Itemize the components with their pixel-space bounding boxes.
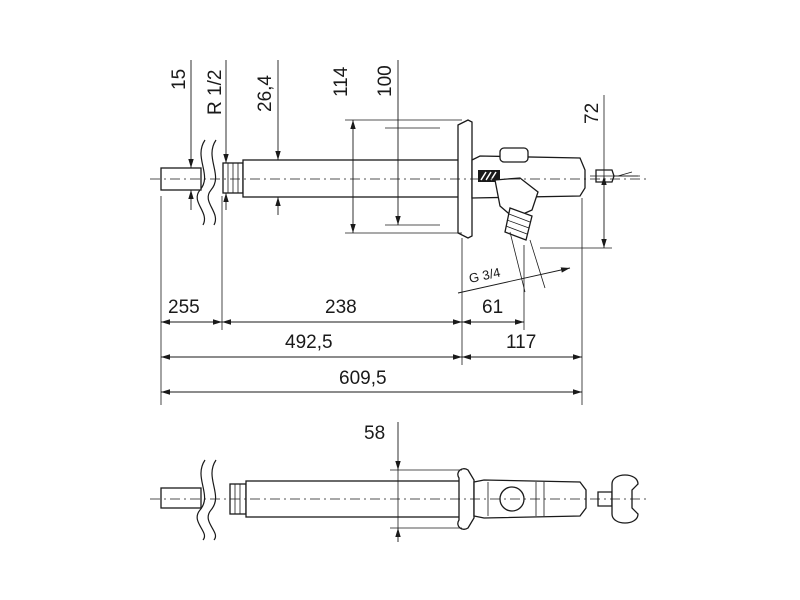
- label-492-5: 492,5: [285, 332, 333, 353]
- top-view: 58: [150, 422, 650, 542]
- outlet-body: [494, 177, 539, 219]
- valve-knob: [499, 147, 529, 163]
- label-117: 117: [506, 332, 536, 353]
- label-609-5: 609,5: [339, 368, 387, 389]
- label-g-thread: G 3/4: [468, 265, 502, 286]
- label-15: 15: [169, 69, 190, 90]
- label-100: 100: [375, 65, 396, 97]
- label-238: 238: [325, 297, 357, 318]
- side-view: 15 R 1/2 26,4 114 100 72 G 3/4 255 238 6…: [150, 60, 650, 405]
- label-r-half: R 1/2: [205, 70, 226, 115]
- dimension-g-line: [457, 267, 571, 294]
- pipe-stub: [160, 167, 202, 191]
- break-symbol-top: [196, 459, 217, 541]
- label-255: 255: [168, 297, 200, 318]
- pipe-stub-top: [160, 487, 202, 509]
- label-26-4: 26,4: [255, 75, 276, 112]
- main-tube: [242, 159, 462, 198]
- label-61: 61: [482, 297, 503, 318]
- label-58: 58: [364, 423, 385, 444]
- label-114: 114: [331, 66, 352, 97]
- label-72: 72: [582, 103, 603, 124]
